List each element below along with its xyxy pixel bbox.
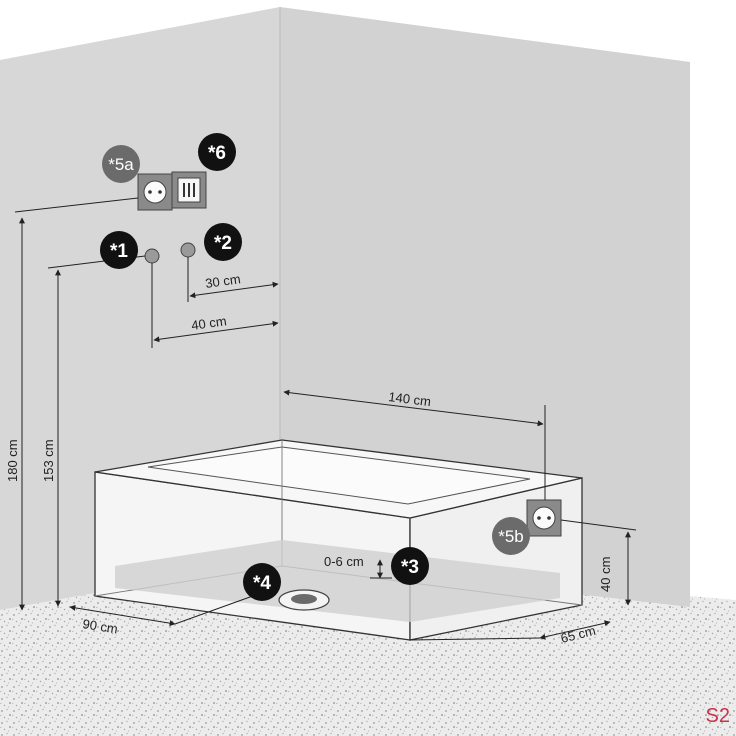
dim-30cm: 30 cm bbox=[204, 271, 241, 291]
dim-90cm: 90 cm bbox=[82, 616, 119, 636]
badge-5b: *5b bbox=[492, 517, 530, 555]
svg-text:*3: *3 bbox=[401, 557, 419, 578]
badge-5a: *5a bbox=[102, 145, 140, 183]
svg-text:*5b: *5b bbox=[498, 527, 524, 546]
dim-153cm: 153 cm bbox=[41, 439, 56, 482]
svg-text:*5a: *5a bbox=[108, 155, 134, 174]
corner-code: S2 bbox=[705, 705, 730, 727]
water-connection-2 bbox=[180, 242, 196, 258]
dim-40cm-top: 40 cm bbox=[190, 313, 227, 333]
dim-180cm: 180 cm bbox=[5, 439, 20, 482]
socket-5a bbox=[137, 173, 173, 211]
badge-6: *6 bbox=[198, 133, 236, 171]
switch-6 bbox=[171, 171, 207, 209]
svg-text:*4: *4 bbox=[253, 573, 271, 594]
svg-text:*2: *2 bbox=[214, 233, 232, 254]
dim-140cm: 140 cm bbox=[388, 389, 432, 409]
socket-5b bbox=[526, 499, 562, 537]
badge-2: *2 bbox=[204, 223, 242, 261]
badge-3: *3 bbox=[391, 547, 429, 585]
bathtub-base bbox=[115, 540, 560, 622]
badge-4: *4 bbox=[243, 563, 281, 601]
drain bbox=[278, 589, 330, 611]
dim-0-6cm: 0-6 cm bbox=[324, 554, 364, 569]
svg-text:*6: *6 bbox=[208, 143, 226, 164]
dim-40cm-side: 40 cm bbox=[598, 557, 613, 592]
bathtub-inner bbox=[147, 446, 531, 505]
svg-text:*1: *1 bbox=[110, 241, 128, 262]
dimension-lines bbox=[14, 197, 637, 641]
water-connection-1 bbox=[144, 248, 160, 264]
badge-1: *1 bbox=[100, 231, 138, 269]
bathtub bbox=[94, 439, 583, 641]
